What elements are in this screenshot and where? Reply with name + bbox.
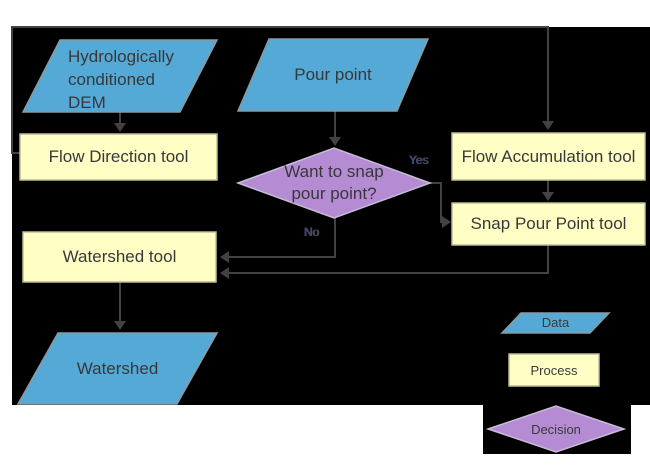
legend-process-label: Process [530,362,578,378]
edge-lines [11,26,549,321]
edge-snap-pour-point-to-watershed-tool [229,245,549,274]
watershed-label: Watershed [76,358,159,378]
arrowhead-down-icon [114,321,126,330]
decision-diamond [235,147,433,219]
legend-data-label: Data [541,315,570,330]
dem-parallelogram [21,39,219,113]
edge-decision-no-to-watershed-tool [229,218,336,258]
edge-decision-yes-to-snap-pour-point [430,182,442,223]
arrowhead-down-icon [329,137,341,146]
legend-decision-diamond [485,405,627,453]
flow-accumulation-rect [451,132,646,181]
pour-point-label: Pour point [294,65,372,84]
watershed-parallelogram [16,332,219,405]
arrowhead-left-icon [220,267,229,279]
edge-flow-direction-to-flow-accumulation [11,26,549,154]
node-shapes [16,38,646,453]
legend-decision-label: Decision [531,421,581,437]
legend-data-parallelogram [500,312,611,334]
arrowheads [114,121,554,330]
arrowhead-down-icon [542,192,554,201]
snap-pour-point-rect [451,202,646,246]
flow-direction-label: Flow Direction tool [48,147,189,166]
pour-point-parallelogram [236,38,430,112]
watershed-tool-rect [22,231,217,283]
edge-label-no: No [304,225,320,239]
arrowhead-down-icon [542,121,554,130]
legend-process-rect [508,353,600,387]
flow-accumulation-label: Flow Accumulation tool [461,146,636,166]
dem-label: Hydrologically conditioned DEM [68,47,174,112]
arrowhead-left-icon [220,251,229,263]
arrowhead-right-icon [442,216,451,228]
flow-direction-rect [19,133,218,181]
edge-label-yes: Yes [409,153,429,167]
watershed-tool-label: Watershed tool [62,247,177,266]
arrowhead-down-icon [114,123,126,132]
decision-label: Want to snap pour point? [284,162,384,203]
snap-pour-point-label: Snap Pour Point tool [470,214,627,233]
